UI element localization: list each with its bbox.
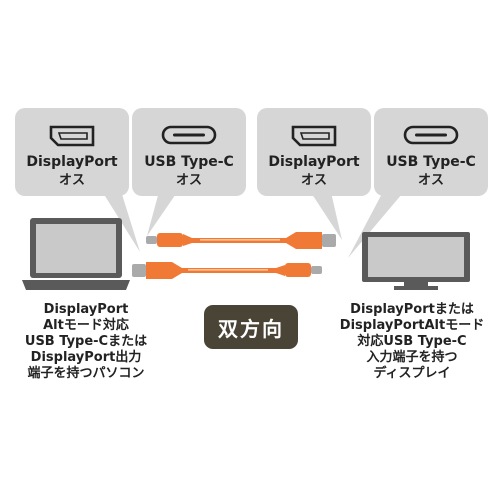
bubble-name: DisplayPort: [26, 154, 118, 170]
right-device-caption: DisplayPortまたは DisplayPortAltモード 対応USB T…: [326, 302, 498, 382]
caption-line: DisplayPort出力: [30, 350, 142, 365]
bubble-gender: オス: [175, 173, 202, 188]
caption-line: DisplayPortAltモード: [339, 318, 485, 333]
bubble-3-tail: [308, 188, 342, 240]
bubble-name: DisplayPort: [268, 154, 360, 170]
left-device-caption: DisplayPort Altモード対応 USB Type-Cまたは Displ…: [0, 302, 172, 382]
bubble-displayport-right: DisplayPort オス: [257, 108, 371, 196]
bubble-name: USB Type-C: [144, 154, 234, 170]
caption-line: ディスプレイ: [373, 366, 451, 381]
bubble-gender: オス: [300, 173, 327, 188]
bubble-gender: オス: [417, 173, 444, 188]
caption-line: DisplayPortまたは: [350, 302, 474, 317]
caption-line: 入力端子を持つ: [366, 350, 458, 365]
cable-lower: [132, 262, 322, 279]
bidirectional-badge: 双方向: [204, 305, 298, 349]
caption-line: Altモード対応: [43, 318, 129, 333]
bubble-displayport-left: DisplayPort オス: [15, 108, 129, 196]
usb-c-connector-icon: [403, 125, 459, 145]
bubble-gender: オス: [58, 173, 85, 188]
bubble-name: USB Type-C: [386, 154, 476, 170]
usb-c-connector-icon: [161, 125, 217, 145]
displayport-connector-icon: [49, 125, 95, 147]
laptop-icon: [22, 218, 130, 290]
bubble-usb-c-left: USB Type-C オス: [132, 108, 246, 196]
caption-line: 対応USB Type-C: [357, 334, 467, 349]
bubble-2-tail: [147, 188, 180, 236]
caption-line: USB Type-Cまたは: [24, 334, 148, 349]
displayport-connector-icon: [291, 125, 337, 147]
bubble-usb-c-right: USB Type-C オス: [374, 108, 488, 196]
monitor-icon: [362, 232, 470, 290]
caption-line: 端子を持つパソコン: [27, 366, 145, 381]
cable-upper: [146, 232, 336, 249]
caption-line: DisplayPort: [43, 302, 129, 317]
